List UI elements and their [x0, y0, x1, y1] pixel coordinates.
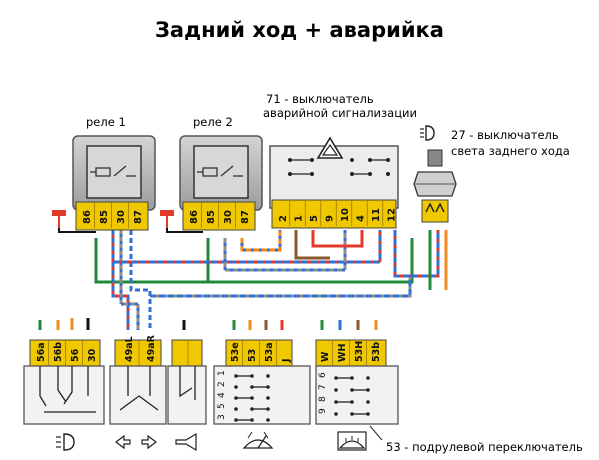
contact-dot — [266, 374, 270, 378]
washer-icon — [337, 431, 367, 451]
contact-dot — [266, 396, 270, 400]
position-number: 7 — [318, 384, 328, 390]
pin-label: 5 — [309, 215, 320, 222]
pin-label: 56 — [70, 348, 81, 362]
wire-harness — [38, 230, 448, 330]
horn-icon — [175, 432, 197, 452]
reverse-switch-label-1: 27 - выключатель — [451, 128, 559, 142]
pin-label: 85 — [206, 210, 217, 224]
pin-label: 1 — [294, 215, 305, 222]
pin-label: 30 — [87, 348, 98, 362]
headlight-icon — [56, 433, 75, 451]
pin-label: 87 — [133, 210, 144, 224]
pin-label: 53 — [247, 349, 258, 362]
contact-dot — [266, 418, 270, 422]
pin-label: 86 — [189, 210, 200, 224]
wire-bundle — [150, 276, 412, 298]
wire-green — [94, 238, 414, 284]
pin-label: 85 — [99, 210, 110, 224]
wire-bundle — [294, 230, 330, 260]
position-number: 6 — [318, 372, 328, 378]
position-number: 4 — [217, 392, 227, 398]
pin-label: 11 — [371, 208, 382, 222]
relay-1-label: реле 1 — [86, 115, 126, 129]
pin-label: W — [320, 351, 331, 362]
position-number: 2 — [217, 381, 227, 387]
wire-bundle — [113, 230, 382, 264]
pin-label: 53H — [354, 341, 365, 362]
wire-bundle — [150, 276, 412, 298]
hazard-switch-label-2: аварийной сигнализации — [263, 106, 417, 120]
pin-label: 49aL — [124, 336, 135, 362]
contact-dot — [334, 388, 338, 392]
pin-label: 4 — [356, 215, 367, 222]
position-number: 3 — [217, 414, 227, 420]
wire-bundle — [240, 230, 282, 252]
reverse-switch — [413, 125, 457, 223]
relay-2-label: реле 2 — [193, 115, 233, 129]
relay-1: 86 85 30 87 — [52, 135, 156, 233]
pin-label: 49aR — [146, 334, 157, 362]
position-number: 8 — [318, 396, 328, 402]
wire-blue-gray — [119, 230, 140, 330]
relay-2: 86 85 30 87 — [160, 135, 263, 233]
wire-bundle — [223, 230, 347, 272]
hazard-switch-label-1: 71 - выключатель — [266, 92, 374, 106]
pin-label: 30 — [116, 210, 127, 224]
wire-blue-red — [129, 230, 152, 330]
contact-dot — [366, 376, 370, 380]
position-number: 1 — [217, 370, 227, 376]
pin-label: J — [281, 358, 292, 363]
wiper-icon — [242, 431, 274, 449]
pin-label: 56a — [36, 342, 47, 362]
column-switch-label: 53 - подрулевой переключатель — [386, 440, 583, 454]
pin-label: 53a — [264, 342, 275, 362]
wire-bundle — [311, 230, 364, 248]
pin-label: 2 — [278, 215, 289, 222]
position-number: 5 — [217, 403, 227, 409]
contact-dot — [234, 407, 238, 411]
position-number: 9 — [318, 408, 328, 414]
pin-label: 30 — [223, 210, 234, 224]
pin-label: WH — [337, 344, 348, 362]
pin-label: 53e — [230, 342, 241, 362]
pin-label: 9 — [325, 215, 336, 222]
wire-bundle — [393, 230, 440, 278]
hazard-triangle-icon — [316, 136, 344, 159]
wire-bundle — [240, 230, 282, 252]
pin-label: 86 — [82, 210, 93, 224]
turn-signal-icon — [115, 434, 157, 450]
reverse-switch-label-2: света заднего хода — [451, 144, 570, 158]
wire-bundle — [393, 230, 440, 278]
wire-blue-gray — [119, 230, 140, 330]
contact-dot — [234, 385, 238, 389]
pin-label: 10 — [340, 208, 351, 222]
pin-label: 56b — [53, 342, 64, 362]
pin-label: 87 — [240, 210, 251, 224]
contact-dot — [366, 400, 370, 404]
pin-label: 12 — [387, 208, 398, 222]
contact-dot — [334, 412, 338, 416]
pin-label: 53b — [371, 342, 382, 362]
diagram-title: Задний ход + аварийка — [155, 18, 444, 42]
reverse-light-icon — [420, 125, 435, 141]
